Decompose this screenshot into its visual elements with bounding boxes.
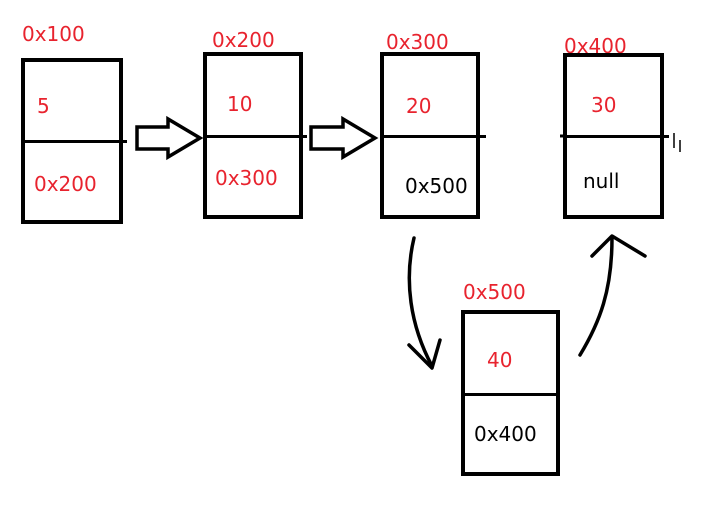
curved-arrow-icon bbox=[407, 236, 434, 368]
node-value: 10 bbox=[227, 92, 253, 116]
curved-arrow-icon bbox=[578, 236, 614, 357]
node-address-label: 0x200 bbox=[212, 28, 275, 52]
arrowhead-icon bbox=[407, 338, 442, 370]
node-address-label: 0x300 bbox=[386, 30, 449, 54]
node-next-pointer: 0x500 bbox=[405, 174, 468, 198]
node-next-pointer: 0x400 bbox=[474, 422, 537, 446]
node-next-pointer: 0x300 bbox=[215, 166, 278, 190]
node-address-label: 0x100 bbox=[22, 22, 85, 46]
node-value: 20 bbox=[406, 94, 432, 118]
node-value: 30 bbox=[591, 93, 617, 117]
block-arrow-icon bbox=[135, 115, 204, 161]
node-next-pointer: 0x200 bbox=[34, 172, 97, 196]
node-address-label: 0x500 bbox=[463, 280, 526, 304]
node-divider bbox=[380, 135, 486, 138]
node-divider bbox=[461, 393, 560, 396]
node-next-pointer: null bbox=[583, 169, 620, 193]
node-value: 5 bbox=[37, 94, 50, 118]
block-arrow-icon bbox=[309, 115, 379, 161]
node-divider bbox=[21, 140, 127, 143]
arrowhead-icon bbox=[590, 234, 647, 258]
node-divider bbox=[563, 135, 669, 138]
node-divider bbox=[203, 135, 307, 138]
node-value: 40 bbox=[487, 348, 513, 372]
node-address-label: 0x400 bbox=[564, 34, 627, 58]
